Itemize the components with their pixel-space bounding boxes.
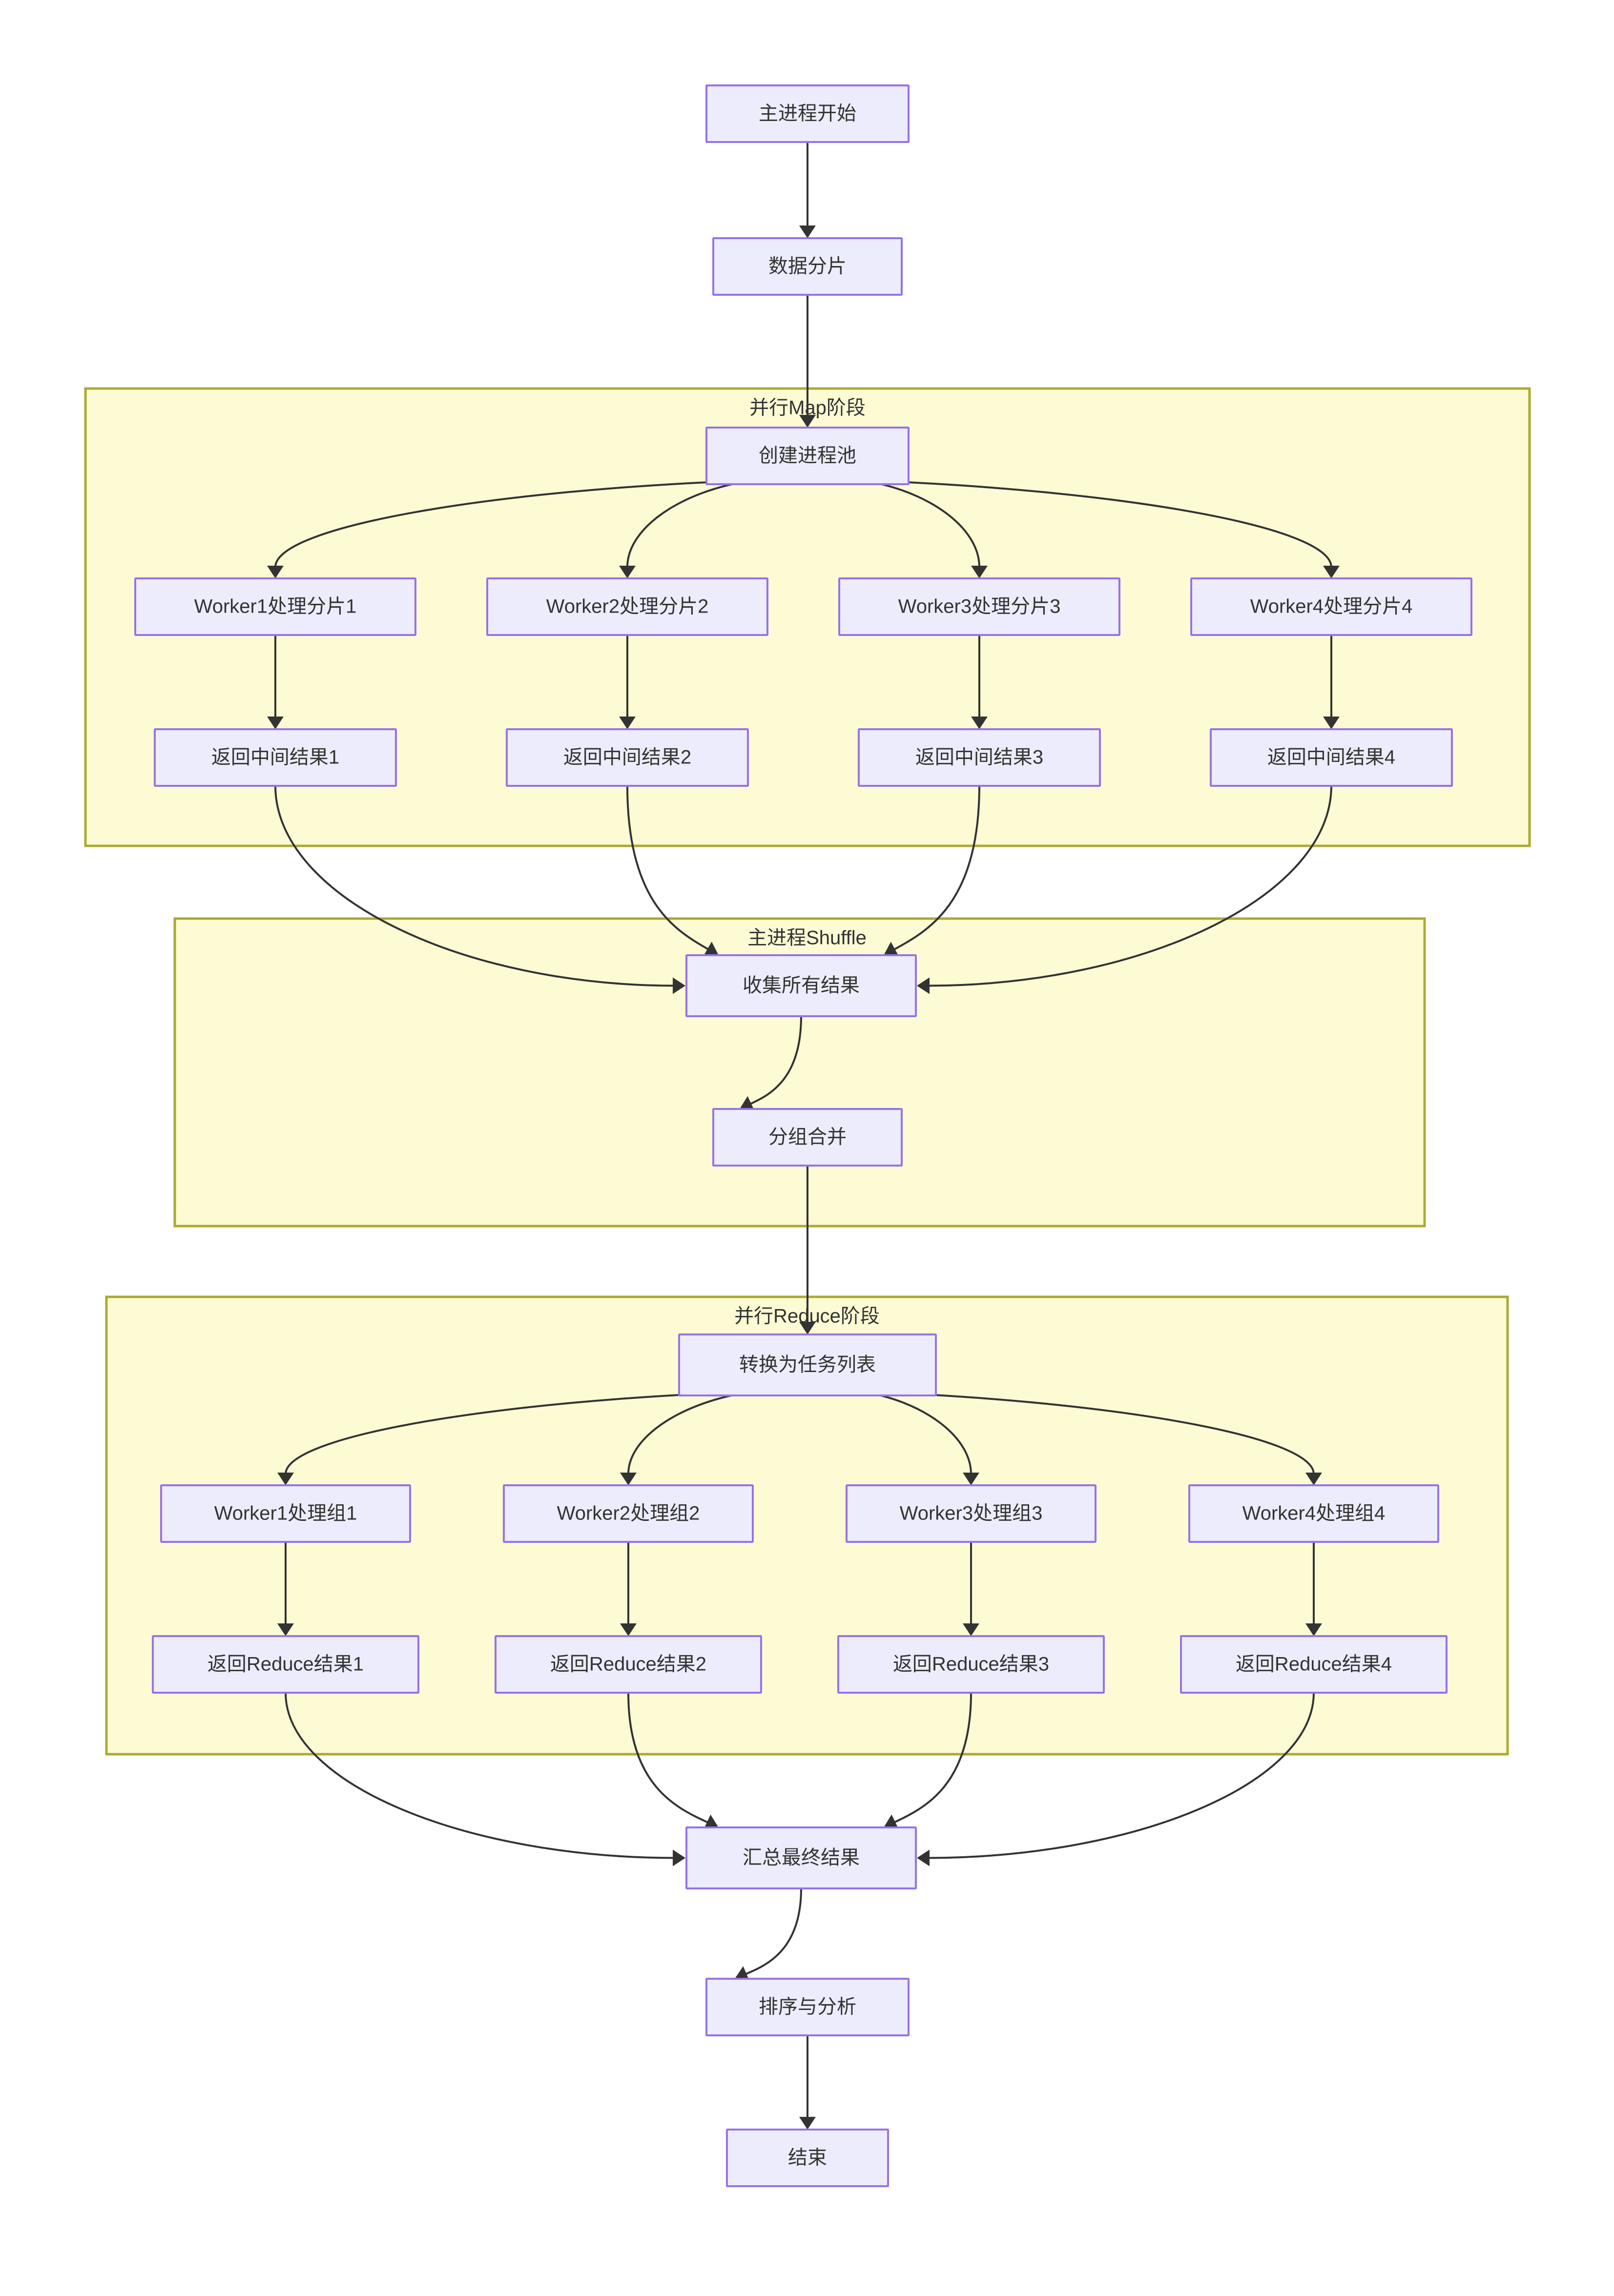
node-rr3[interactable]: 返回Reduce结果3 xyxy=(837,1635,1105,1694)
node-start[interactable]: 主进程开始 xyxy=(705,84,910,143)
edge-w1red-to-rr1 xyxy=(277,1542,294,1636)
node-label-end: 结束 xyxy=(788,2147,827,2169)
node-end[interactable]: 结束 xyxy=(726,2129,889,2187)
edge-collect-to-group xyxy=(740,1016,802,1111)
node-label-w3map: Worker3处理分片3 xyxy=(898,596,1061,617)
edge-pool-to-w4map xyxy=(861,479,1340,578)
edge-split-to-pool xyxy=(799,295,816,428)
edge-final-to-sort xyxy=(734,1888,802,1982)
edge-pool-to-w1map xyxy=(267,479,754,578)
edge-w2red-to-rr2 xyxy=(620,1542,637,1636)
edge-group-to-tasklist xyxy=(799,1166,816,1334)
node-label-r2: 返回中间结果2 xyxy=(563,747,691,768)
node-tasklist[interactable]: 转换为任务列表 xyxy=(678,1333,937,1396)
node-w3red[interactable]: Worker3处理组3 xyxy=(846,1484,1097,1543)
edge-sort-to-end xyxy=(799,2035,816,2130)
node-group[interactable]: 分组合并 xyxy=(712,1108,903,1167)
node-final[interactable]: 汇总最终结果 xyxy=(685,1826,917,1889)
node-label-rr1: 返回Reduce结果1 xyxy=(207,1654,364,1675)
node-w4red[interactable]: Worker4处理组4 xyxy=(1188,1484,1439,1543)
edge-pool-to-w3map xyxy=(861,479,988,578)
edge-r2-to-collect xyxy=(626,785,719,956)
edge-pool-to-w2map xyxy=(619,479,754,578)
edge-r4-to-collect xyxy=(917,785,1332,994)
node-label-sort: 排序与分析 xyxy=(759,1996,856,2018)
node-r1[interactable]: 返回中间结果1 xyxy=(154,728,397,787)
cluster-label-shuffle: 主进程Shuffle xyxy=(747,927,867,949)
edge-w3map-to-r3 xyxy=(971,635,988,729)
edge-w3red-to-rr3 xyxy=(963,1542,979,1636)
node-label-group: 分组合并 xyxy=(768,1127,847,1148)
edge-w4map-to-r4 xyxy=(1323,635,1340,729)
node-label-rr2: 返回Reduce结果2 xyxy=(550,1654,706,1675)
edge-rr3-to-final xyxy=(884,1692,972,1830)
node-label-w3red: Worker3处理组3 xyxy=(900,1503,1043,1524)
node-label-r4: 返回中间结果4 xyxy=(1267,747,1395,768)
node-label-w1map: Worker1处理分片1 xyxy=(194,596,357,617)
edge-start-to-split xyxy=(799,142,816,238)
node-rr1[interactable]: 返回Reduce结果1 xyxy=(152,1635,419,1694)
node-label-rr4: 返回Reduce结果4 xyxy=(1236,1654,1392,1675)
node-collect[interactable]: 收集所有结果 xyxy=(685,954,917,1017)
node-label-w2red: Worker2处理组2 xyxy=(557,1503,700,1524)
node-label-w2map: Worker2处理分片2 xyxy=(546,596,709,617)
edge-w1map-to-r1 xyxy=(267,635,284,729)
node-label-rr3: 返回Reduce结果3 xyxy=(893,1654,1049,1675)
edge-w4red-to-rr4 xyxy=(1305,1542,1322,1636)
node-rr4[interactable]: 返回Reduce结果4 xyxy=(1180,1635,1448,1694)
edge-tasklist-to-w4red xyxy=(861,1391,1322,1485)
edge-tasklist-to-w1red xyxy=(277,1391,754,1485)
cluster-label-reduce: 并行Reduce阶段 xyxy=(734,1306,880,1327)
edge-r1-to-collect xyxy=(274,785,685,994)
node-label-w4red: Worker4处理组4 xyxy=(1242,1503,1386,1524)
edge-rr1-to-final xyxy=(285,1692,685,1866)
node-w4map[interactable]: Worker4处理分片4 xyxy=(1190,577,1472,636)
node-pool[interactable]: 创建进程池 xyxy=(705,427,910,485)
node-sort[interactable]: 排序与分析 xyxy=(705,1978,910,2036)
edge-tasklist-to-w3red xyxy=(861,1391,979,1485)
node-w3map[interactable]: Worker3处理分片3 xyxy=(838,577,1120,636)
node-w2red[interactable]: Worker2处理组2 xyxy=(503,1484,754,1543)
edge-r3-to-collect xyxy=(884,785,980,957)
edge-group xyxy=(267,142,1340,2130)
node-label-split: 数据分片 xyxy=(768,256,847,277)
node-w1map[interactable]: Worker1处理分片1 xyxy=(134,577,416,636)
node-label-r3: 返回中间结果3 xyxy=(915,747,1043,768)
edge-rr4-to-final xyxy=(917,1692,1315,1866)
edge-w2map-to-r2 xyxy=(619,635,636,729)
node-w2map[interactable]: Worker2处理分片2 xyxy=(486,577,768,636)
node-label-w4map: Worker4处理分片4 xyxy=(1250,596,1413,617)
cluster-label-map: 并行Map阶段 xyxy=(749,397,866,419)
node-rr2[interactable]: 返回Reduce结果2 xyxy=(495,1635,762,1694)
node-label-tasklist: 转换为任务列表 xyxy=(739,1354,876,1375)
node-label-final: 汇总最终结果 xyxy=(743,1847,860,1868)
node-r3[interactable]: 返回中间结果3 xyxy=(858,728,1101,787)
node-label-collect: 收集所有结果 xyxy=(743,975,860,996)
node-split[interactable]: 数据分片 xyxy=(712,237,903,296)
node-label-w1red: Worker1处理组1 xyxy=(214,1503,357,1524)
node-label-pool: 创建进程池 xyxy=(759,445,856,467)
node-label-r1: 返回中间结果1 xyxy=(211,747,339,768)
node-r4[interactable]: 返回中间结果4 xyxy=(1210,728,1453,787)
node-r2[interactable]: 返回中间结果2 xyxy=(506,728,749,787)
node-label-start: 主进程开始 xyxy=(759,103,856,124)
edge-rr2-to-final xyxy=(627,1692,719,1830)
node-w1red[interactable]: Worker1处理组1 xyxy=(160,1484,411,1543)
edge-tasklist-to-w2red xyxy=(620,1391,754,1485)
